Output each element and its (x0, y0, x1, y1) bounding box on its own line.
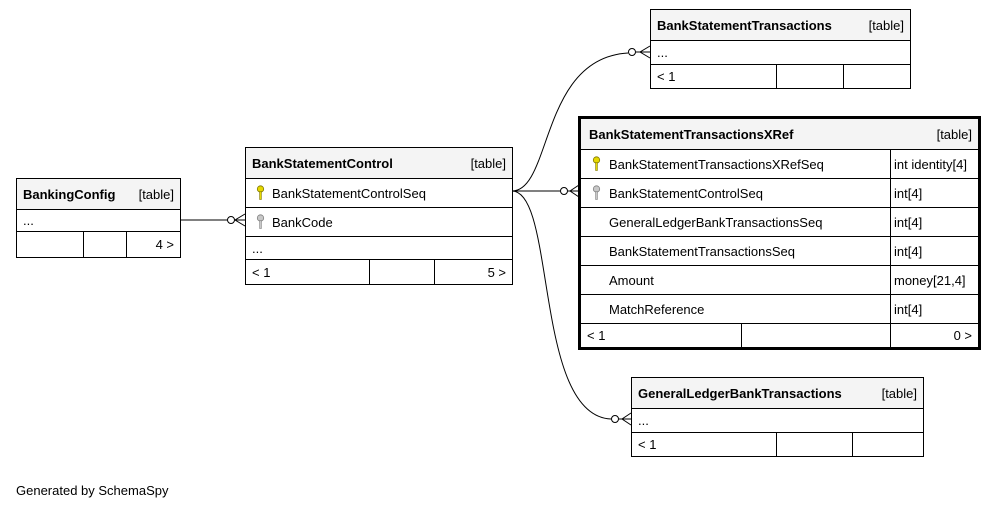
column-row: BankStatementTransactionsXRefSeq int ide… (581, 149, 978, 178)
table-name: BankStatementControl (252, 155, 393, 171)
table-nav-row: < 1 5 > (246, 259, 512, 284)
table-nav-row: < 1 0 > (581, 323, 978, 347)
table-name: GeneralLedgerBankTransactions (638, 385, 842, 401)
primary-key-icon (589, 150, 603, 178)
foreign-key-icon (253, 208, 267, 236)
column-name: GeneralLedgerBankTransactionsSeq (609, 214, 823, 230)
nav-parents-link[interactable]: < 1 (252, 264, 271, 280)
column-row: GeneralLedgerBankTransactionsSeq int[4] (581, 207, 978, 236)
column-name: BankStatementTransactionsXRefSeq (609, 156, 824, 172)
relationship-control-transactions (511, 52, 629, 192)
column-row: Amount money[21,4] (581, 265, 978, 294)
column-row: BankStatementControlSeq (246, 178, 512, 207)
table-type: [table] (868, 17, 904, 33)
column-type: money[21,4] (894, 272, 966, 288)
nav-children-link[interactable]: 0 > (953, 328, 972, 343)
table-generalledgerbanktransactions[interactable]: GeneralLedgerBankTransactions [table] ..… (631, 377, 924, 457)
column-row: MatchReference int[4] (581, 294, 978, 323)
table-nav-row: < 1 (632, 432, 923, 456)
table-bankstatementtransactionsxref[interactable]: BankStatementTransactionsXRef [table] Ba… (578, 116, 981, 350)
relationship-control-generalledger (511, 190, 612, 420)
column-name: BankStatementControlSeq (272, 185, 426, 201)
table-bankstatementtransactions[interactable]: BankStatementTransactions [table] ... < … (650, 9, 911, 89)
table-type: [table] (470, 155, 506, 171)
table-header: GeneralLedgerBankTransactions [table] (632, 378, 923, 408)
column-name: MatchReference (609, 301, 705, 317)
table-nav-row: < 1 (651, 64, 910, 88)
nav-parents-link[interactable]: < 1 (657, 69, 676, 84)
ellipsis: ... (638, 413, 649, 428)
ellipsis: ... (657, 45, 668, 60)
column-type: int[4] (894, 214, 923, 230)
column-name: BankStatementTransactionsSeq (609, 243, 795, 259)
foreign-key-icon (589, 179, 603, 207)
table-name: BankStatementTransactionsXRef (589, 126, 794, 142)
table-ellipsis-row: ... (246, 236, 512, 259)
column-type: int[4] (894, 185, 923, 201)
table-name: BankStatementTransactions (657, 17, 832, 33)
table-type: [table] (138, 186, 174, 202)
column-row: BankCode (246, 207, 512, 236)
column-name: Amount (609, 272, 654, 288)
column-name: BankStatementControlSeq (609, 185, 763, 201)
nav-parents-link[interactable]: < 1 (587, 328, 606, 343)
nav-parents-link[interactable]: < 1 (638, 437, 657, 452)
column-type: int[4] (894, 301, 923, 317)
nav-children-link[interactable]: 4 > (155, 237, 174, 252)
table-ellipsis-row: ... (17, 209, 180, 231)
table-name: BankingConfig (23, 186, 116, 202)
table-nav-row: 4 > (17, 231, 180, 257)
generated-by-footer: Generated by SchemaSpy (16, 483, 169, 498)
table-header: BankStatementTransactionsXRef [table] (581, 119, 978, 149)
primary-key-icon (253, 179, 267, 207)
column-type: int[4] (894, 243, 923, 259)
column-type: int identity[4] (894, 156, 967, 172)
ellipsis: ... (23, 213, 34, 228)
table-header: BankStatementControl [table] (246, 148, 512, 178)
table-type: [table] (936, 126, 972, 142)
table-type: [table] (881, 385, 917, 401)
table-header: BankingConfig [table] (17, 179, 180, 209)
column-name: BankCode (272, 214, 333, 230)
table-ellipsis-row: ... (632, 408, 923, 432)
nav-children-link[interactable]: 5 > (487, 264, 506, 280)
column-row: BankStatementTransactionsSeq int[4] (581, 236, 978, 265)
column-row: BankStatementControlSeq int[4] (581, 178, 978, 207)
table-header: BankStatementTransactions [table] (651, 10, 910, 40)
table-ellipsis-row: ... (651, 40, 910, 64)
table-bankstatementcontrol[interactable]: BankStatementControl [table] BankStateme… (245, 147, 513, 285)
ellipsis: ... (252, 240, 263, 256)
table-bankingconfig[interactable]: BankingConfig [table] ... 4 > (16, 178, 181, 258)
